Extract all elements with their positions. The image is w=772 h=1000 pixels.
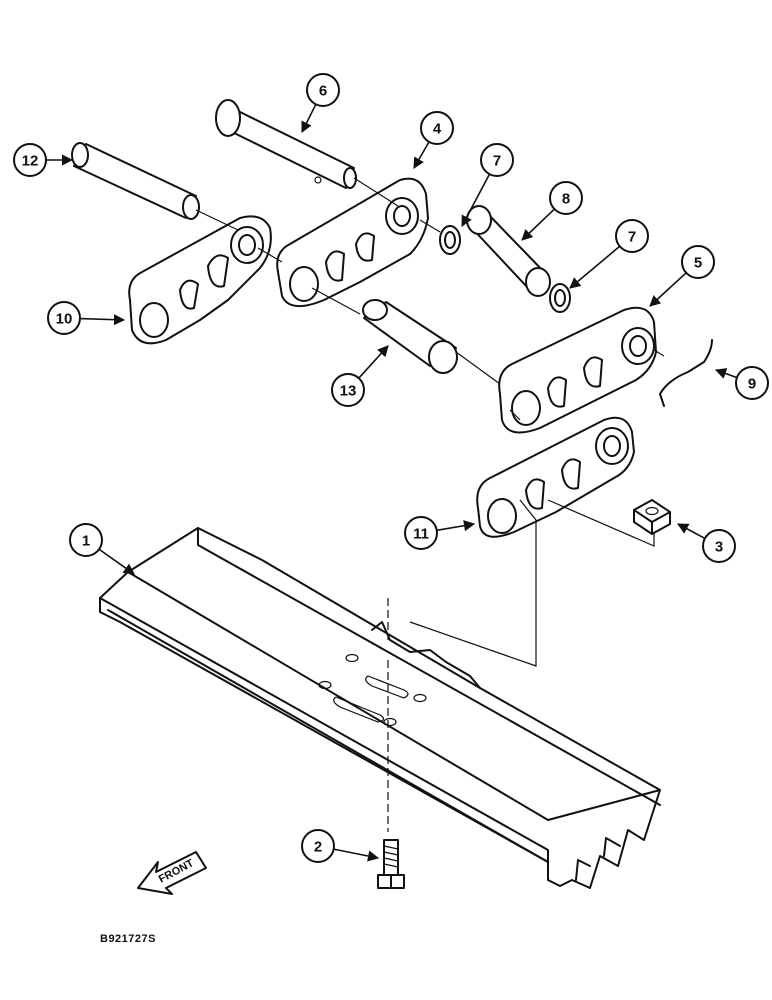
callout-circle-7 bbox=[615, 219, 649, 253]
callout-circle-9 bbox=[735, 366, 769, 400]
callout-number-12: 12 bbox=[22, 153, 39, 170]
callout-number-10: 10 bbox=[56, 311, 73, 328]
seal-7-upper bbox=[439, 225, 461, 255]
bushing-8 bbox=[466, 205, 551, 297]
callout-number-7: 7 bbox=[493, 153, 501, 170]
front-direction-arrow: FRONT bbox=[137, 851, 207, 895]
track-nut bbox=[633, 499, 671, 535]
callout-number-3: 3 bbox=[715, 539, 723, 556]
callout-circle-7 bbox=[480, 143, 514, 177]
link-11 bbox=[476, 416, 635, 538]
callout-number-6: 6 bbox=[319, 83, 327, 100]
seal-7-lower bbox=[549, 283, 571, 313]
callout-number-8: 8 bbox=[562, 191, 570, 208]
callout-leader-6 bbox=[301, 103, 317, 134]
callout-circle-5 bbox=[681, 245, 715, 279]
callout-circle-2 bbox=[301, 829, 335, 863]
callout-number-13: 13 bbox=[340, 383, 357, 400]
callout-leader-7 bbox=[569, 245, 621, 289]
callout-circle-1 bbox=[69, 523, 103, 557]
callout-leader-10 bbox=[79, 314, 126, 326]
link-5 bbox=[498, 306, 657, 434]
callout-leader-1 bbox=[98, 548, 135, 575]
spring-pin-9 bbox=[659, 339, 713, 407]
master-pin-12 bbox=[71, 142, 200, 220]
callout-leader-2 bbox=[333, 848, 380, 862]
callout-circle-3 bbox=[702, 529, 736, 563]
callout-leader-9 bbox=[714, 368, 738, 379]
callout-leader-13 bbox=[358, 345, 389, 379]
bushing-13 bbox=[362, 299, 458, 374]
callout-circle-8 bbox=[549, 181, 583, 215]
callout-circle-10 bbox=[47, 301, 81, 335]
callout-circle-4 bbox=[420, 111, 454, 145]
callout-number-1: 1 bbox=[82, 533, 90, 550]
callout-circle-11 bbox=[404, 516, 438, 550]
callout-number-2: 2 bbox=[314, 839, 322, 856]
callout-number-4: 4 bbox=[433, 121, 442, 138]
callout-leader-8 bbox=[521, 208, 555, 241]
drawing-code: B921727S bbox=[100, 933, 156, 945]
callout-leader-4 bbox=[413, 141, 430, 169]
callout-circle-13 bbox=[331, 373, 365, 407]
callout-number-5: 5 bbox=[694, 255, 702, 272]
callout-leader-5 bbox=[649, 272, 687, 307]
callout-leader-3 bbox=[677, 523, 706, 540]
callout-circle-12 bbox=[13, 143, 47, 177]
callout-leader-7 bbox=[461, 173, 491, 227]
callout-number-9: 9 bbox=[748, 376, 756, 393]
track-shoe bbox=[99, 527, 661, 889]
callout-number-11: 11 bbox=[413, 526, 429, 543]
callout-leader-11 bbox=[436, 520, 476, 532]
callout-circle-6 bbox=[306, 73, 340, 107]
callout-number-7: 7 bbox=[628, 229, 636, 246]
assembly-lines bbox=[195, 177, 665, 832]
link-4 bbox=[276, 177, 429, 307]
track-bolt bbox=[377, 839, 405, 889]
track-pin-6 bbox=[215, 99, 357, 189]
link-10 bbox=[128, 215, 272, 345]
